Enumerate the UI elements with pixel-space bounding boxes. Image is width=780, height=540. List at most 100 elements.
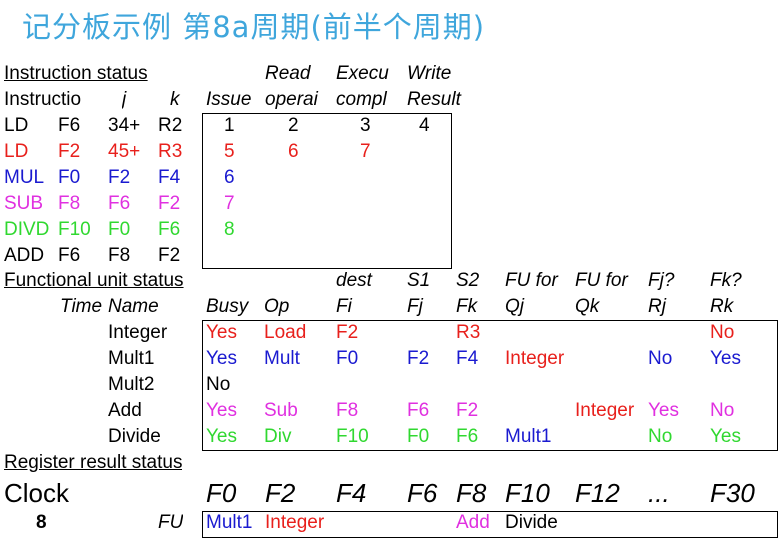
fu-cell: Yes (710, 348, 741, 369)
instruction-cell: 6 (224, 167, 235, 188)
fu-header-top: Fj? (648, 270, 675, 291)
fu-cell: Mult1 (505, 426, 552, 447)
instruction-cell: F0 (58, 167, 81, 188)
fu-cell: Sub (264, 400, 298, 421)
instruction-cell: 34+ (108, 115, 141, 136)
instruction-header: k (170, 89, 180, 110)
instruction-cell: 7 (224, 193, 235, 214)
instruction-header: compl (336, 89, 387, 110)
fu-header: Busy (206, 296, 249, 317)
fu-cell: Integer (108, 322, 168, 343)
instruction-cell: R3 (158, 141, 183, 162)
instruction-header: j (122, 89, 127, 110)
fu-cell: No (206, 374, 231, 395)
fu-cell: F2 (456, 400, 479, 421)
fu-header: Fi (336, 296, 352, 317)
register-value: Mult1 (206, 512, 253, 533)
register-header: F2 (265, 478, 296, 508)
functional-unit-box (202, 320, 778, 451)
functional-unit-heading: Functional unit status (4, 270, 184, 291)
instruction-cell: F6 (58, 115, 81, 136)
register-header: F12 (575, 478, 620, 508)
instruction-header-top: Write (407, 63, 452, 84)
fu-cell: Yes (648, 400, 679, 421)
fu-cell: F2 (336, 322, 359, 343)
register-header: F0 (206, 478, 237, 508)
instruction-cell: R2 (158, 115, 183, 136)
register-value: Integer (265, 512, 325, 533)
fu-header: Name (108, 296, 159, 317)
fu-header-top: FU for (575, 270, 628, 291)
instruction-cell: 45+ (108, 141, 141, 162)
instruction-cell: F0 (108, 219, 131, 240)
register-header: F8 (456, 478, 487, 508)
fu-cell: No (648, 348, 673, 369)
fu-header: Qk (575, 296, 600, 317)
fu-cell: F8 (336, 400, 359, 421)
fu-cell: F0 (407, 426, 430, 447)
fu-cell: F2 (407, 348, 430, 369)
fu-header: Rj (648, 296, 666, 317)
fu-cell: F0 (336, 348, 359, 369)
fu-cell: Integer (505, 348, 565, 369)
fu-cell: F4 (456, 348, 479, 369)
instruction-cell: F2 (108, 167, 131, 188)
instruction-header-top: Execu (336, 63, 389, 84)
fu-header-top: S2 (456, 270, 480, 291)
instruction-cell: 7 (360, 141, 371, 162)
fu-cell: No (648, 426, 673, 447)
instruction-header-top: Read (265, 63, 311, 84)
instruction-header: Issue (206, 89, 252, 110)
fu-cell: Yes (710, 426, 741, 447)
instruction-status-heading: Instruction status (4, 63, 148, 84)
fu-cell: Load (264, 322, 307, 343)
fu-header-top: FU for (505, 270, 558, 291)
instruction-cell: DIVD (4, 219, 50, 240)
fu-header-top: S1 (407, 270, 431, 291)
fu-cell: Integer (575, 400, 635, 421)
instruction-cell: LD (4, 141, 29, 162)
fu-header: Op (264, 296, 290, 317)
fu-cell: Div (264, 426, 292, 447)
fu-header: Rk (710, 296, 734, 317)
instruction-cell: F8 (108, 245, 131, 266)
instruction-cell: F6 (58, 245, 81, 266)
instruction-cell: F2 (58, 141, 81, 162)
fu-header-top: dest (336, 270, 372, 291)
instruction-cell: F8 (58, 193, 81, 214)
fu-cell: Yes (206, 426, 237, 447)
instruction-cell: 2 (288, 115, 299, 136)
register-header: F4 (336, 478, 367, 508)
slide-title: 记分板示例 第8a周期(前半个周期) (22, 10, 486, 44)
register-header: ... (648, 478, 670, 508)
register-result-heading: Register result status (4, 452, 183, 473)
instruction-cell: SUB (4, 193, 44, 214)
instruction-cell: F4 (158, 167, 181, 188)
instruction-cell: F2 (158, 245, 181, 266)
instruction-cell: 5 (224, 141, 235, 162)
fu-cell: Yes (206, 400, 237, 421)
fu-header: Qj (505, 296, 524, 317)
fu-cell: No (710, 322, 735, 343)
instruction-cell: MUL (4, 167, 45, 188)
instruction-cell: F6 (108, 193, 131, 214)
instruction-cell: 6 (288, 141, 299, 162)
register-value: Add (456, 512, 490, 533)
instruction-cell: LD (4, 115, 29, 136)
instruction-cell: 3 (360, 115, 371, 136)
fu-header: Fj (407, 296, 423, 317)
fu-cell: Yes (206, 322, 237, 343)
instruction-cell: F6 (158, 219, 181, 240)
fu-row-label: FU (158, 512, 184, 533)
fu-cell: Mult1 (108, 348, 155, 369)
fu-cell: R3 (456, 322, 481, 343)
fu-cell: Mult (264, 348, 300, 369)
fu-cell: Divide (108, 426, 161, 447)
clock-label: Clock (4, 478, 70, 508)
clock-value: 8 (36, 512, 47, 533)
instruction-header: Result (407, 89, 461, 110)
instruction-cell: F2 (158, 193, 181, 214)
instruction-cell: 1 (224, 115, 235, 136)
fu-header: Time (60, 296, 103, 317)
fu-cell: F6 (456, 426, 479, 447)
